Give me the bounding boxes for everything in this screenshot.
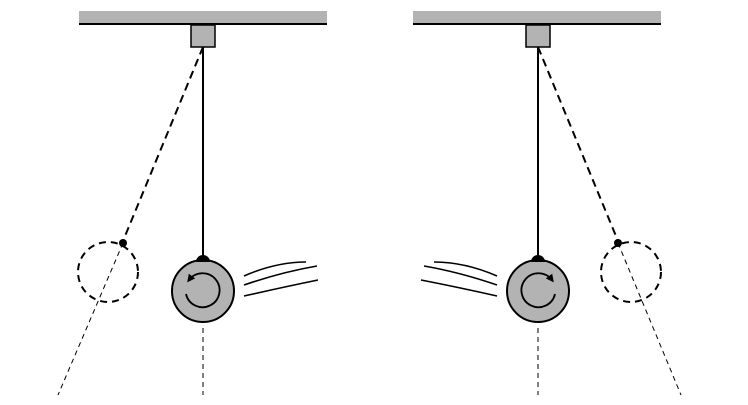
left-bob: [171, 259, 235, 323]
left-bob-attachment: [196, 255, 210, 262]
right-ceiling-bar: [413, 11, 661, 24]
right-motion-lines-icon: [420, 261, 498, 297]
right-bob-attachment: [531, 255, 545, 262]
right-ghost-axis-line: [617, 242, 682, 396]
right-pivot-mount: [525, 24, 551, 48]
left-ghost-bob: [77, 241, 139, 303]
right-ghost-bob: [600, 241, 662, 303]
left-ghost-string: [122, 46, 204, 242]
left-ceiling-bar: [79, 11, 327, 24]
right-rotation-arrow-icon: [520, 272, 556, 309]
right-bob: [506, 259, 570, 323]
left-rotation-arrow-icon: [185, 272, 221, 309]
right-ghost-string: [537, 46, 619, 242]
right-pendulum-panel: [413, 11, 682, 396]
left-ghost-axis-line: [57, 242, 124, 396]
left-motion-lines-icon: [243, 261, 319, 297]
left-pivot-mount: [190, 24, 216, 48]
left-pendulum-panel: [57, 11, 327, 396]
